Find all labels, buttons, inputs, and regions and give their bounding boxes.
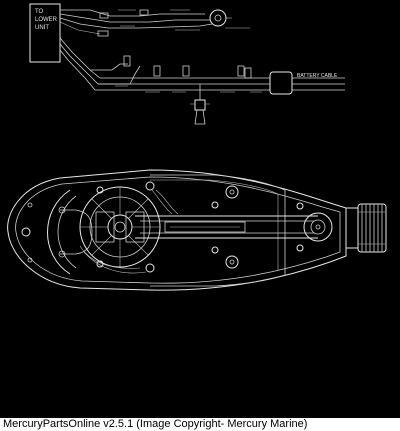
tiller-grip: [345, 203, 387, 253]
box-label-line-1: TO: [35, 9, 44, 15]
diagram-svg: TO LOWER UNIT BATTERY CABLE: [7, 3, 387, 291]
lower-unit-box: [29, 3, 61, 63]
motor-pulley-icon: [209, 9, 227, 27]
steering-hub: [79, 186, 161, 268]
wiring-schematic: TO LOWER UNIT BATTERY CABLE: [29, 3, 345, 125]
box-label-line-2: LOWER: [35, 17, 58, 23]
switch-icon: [194, 99, 206, 111]
battery-cable-label: BATTERY CABLE: [297, 73, 338, 79]
battery-plug-icon: [269, 71, 293, 95]
image-caption: MercuryPartsOnline v2.5.1 (Image Copyrig…: [3, 418, 308, 430]
cover-assembly: [7, 169, 387, 291]
wiring-diagram: TO LOWER UNIT BATTERY CABLE: [0, 0, 400, 418]
box-label-line-3: UNIT: [35, 25, 49, 31]
harness-connectors: [123, 55, 252, 79]
